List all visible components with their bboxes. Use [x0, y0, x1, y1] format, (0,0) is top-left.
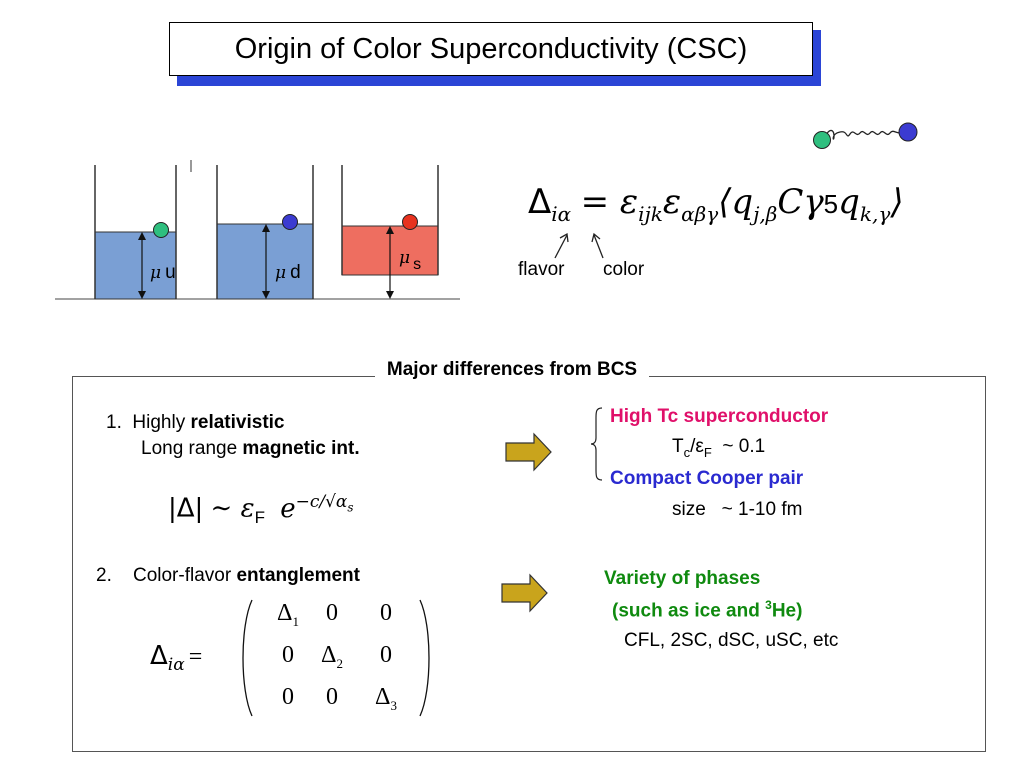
title-text: Origin of Color Superconductivity (CSC): [234, 32, 748, 65]
matrix-cell: 0: [380, 642, 392, 668]
brace-icon: [590, 407, 603, 481]
annotation-arrows: [554, 232, 604, 259]
well-u: [94, 165, 177, 300]
matrix-cell: 0: [282, 642, 294, 668]
well-d: [190, 160, 314, 300]
ice-helium-note: (such as ice and 3He): [612, 598, 803, 622]
gap-equation: Δiα = εijkεαβγ⟨qj,βCγ5qk,γ⟩: [528, 182, 904, 226]
matrix-cell: Δ3: [375, 684, 397, 713]
arrow-right-icon: [505, 432, 552, 472]
high-tc-heading: High Tc superconductor: [610, 406, 829, 427]
quark-u: [153, 222, 169, 238]
quark-d: [282, 214, 298, 230]
phase-list: CFL, 2SC, dSC, uSC, etc: [624, 630, 839, 651]
gluon-exchange-icon: [813, 122, 918, 149]
item2-text: 2. Color-flavor entanglement: [96, 565, 360, 586]
flavor-label: flavor: [518, 259, 565, 280]
section-title: Major differences from BCS: [0, 359, 1024, 381]
arrow-right-icon: [501, 573, 548, 613]
matrix-cell: 0: [282, 684, 294, 710]
matrix-cell: Δ2: [321, 642, 343, 671]
color-label: color: [603, 259, 645, 280]
gap-scaling-formula: |Δ| ∼ εF e−c/√αs: [168, 492, 354, 527]
tc-ratio: Tc/εF ~ 0.1: [672, 436, 766, 460]
matrix-cell: Δ1: [277, 600, 299, 629]
matrix-cell: 0: [380, 600, 392, 626]
matrix-cell: 0: [326, 684, 338, 710]
matrix-cell: 0: [326, 600, 338, 626]
item1-text: 1. Highly relativistic Long range magnet…: [106, 412, 360, 459]
quark-s: [402, 214, 418, 230]
pair-size: size ~ 1-10 fm: [672, 499, 803, 520]
fermi-wells-diagram: [55, 160, 460, 300]
variety-phases-heading: Variety of phases: [604, 568, 761, 589]
well-s: [341, 165, 439, 299]
slide-title: Origin of Color Superconductivity (CSC): [169, 22, 813, 76]
matrix-lhs: Δiα=: [150, 641, 203, 676]
compact-cooper-heading: Compact Cooper pair: [610, 468, 804, 489]
matrix-parentheses: [242, 599, 430, 717]
